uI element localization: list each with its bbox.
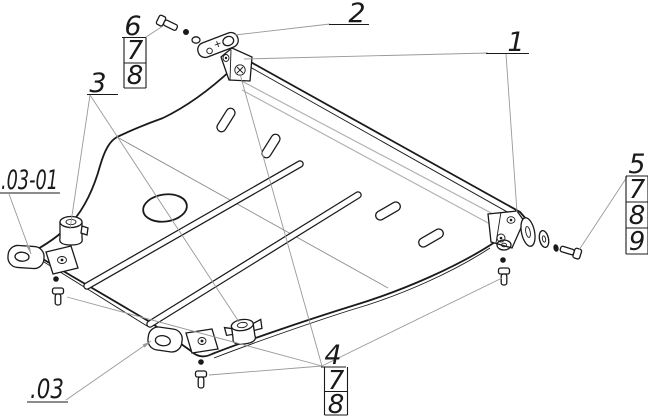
callout-5-row-7: 7: [629, 175, 646, 205]
spacer-washer-stack: [520, 217, 559, 252]
bracket-tab: [147, 326, 183, 353]
plate-thickness-bottom-right: [213, 247, 491, 359]
washer: [183, 29, 189, 35]
leader-lines: [8, 23, 628, 401]
vent-slot: [216, 107, 236, 133]
vent-slot: [418, 228, 444, 248]
bracket-tab: [7, 244, 45, 270]
washer-ring: [191, 36, 201, 44]
round-hole: [142, 193, 188, 223]
stiffening-rib-1: [83, 160, 304, 290]
callout-3: 3: [87, 68, 118, 99]
callout-6-row-8: 8: [127, 61, 144, 91]
callout-4-row-7: 7: [328, 366, 345, 396]
svg-text:3: 3: [89, 68, 106, 99]
svg-text:1: 1: [507, 27, 524, 58]
vent-slot: [261, 133, 281, 159]
skid-plate-outline: [34, 58, 529, 358]
bolt-icon: [497, 267, 511, 286]
flanged-nut: [223, 318, 263, 345]
assembly-label-bottom: .03: [27, 374, 68, 405]
tab-slot-hole: [154, 335, 171, 347]
pad-hole: [197, 337, 207, 345]
svg-text:.03: .03: [30, 374, 64, 405]
assembly-label-left: .03-01: [0, 165, 60, 196]
callout-2: 2: [329, 0, 369, 29]
top-strip-assembly: [155, 14, 253, 82]
callout-5-row-8: 8: [629, 201, 646, 231]
plate-thickness-top: [249, 66, 519, 219]
strip-plate: [197, 31, 239, 59]
bolt-icon: [51, 287, 65, 306]
bolt-icon: [155, 14, 179, 31]
tab-slot-hole: [14, 251, 30, 262]
callout-5-row-9: 9: [629, 227, 646, 257]
bend-lines: [116, 76, 513, 289]
corner-bracket-top: [220, 47, 253, 82]
callout-6-row-7: 7: [127, 36, 144, 66]
stiffening-rib-2: [146, 191, 362, 328]
washer: [198, 359, 204, 365]
callout-5: 5: [628, 149, 645, 180]
corner-bracket-right: [487, 210, 525, 249]
svg-text:.03-01: .03-01: [1, 165, 58, 196]
callout-4-stack: 4 7 8: [321, 340, 349, 416]
left-mount-assembly: [7, 215, 89, 306]
callout-5-stack: 5 7 8 9: [625, 149, 648, 257]
callout-4-row-8: 8: [328, 390, 345, 416]
pad-hole: [57, 256, 67, 264]
callout-6-stack: 6 7 8: [122, 11, 147, 91]
washer: [500, 257, 506, 263]
callout-6: 6: [124, 11, 141, 42]
bolt-icon: [194, 370, 208, 389]
callout-4: 4: [324, 340, 341, 371]
bolt-icon: [559, 245, 583, 260]
vent-slot: [375, 201, 401, 221]
callout-1: 1: [486, 27, 529, 58]
right-corner-assembly: [487, 210, 583, 286]
washer: [53, 276, 59, 282]
bottom-mount-assembly: [147, 318, 263, 389]
skid-plate: [34, 58, 529, 359]
vent-slots: [216, 107, 444, 248]
svg-text:2: 2: [348, 0, 365, 29]
washer-ring: [496, 239, 512, 251]
